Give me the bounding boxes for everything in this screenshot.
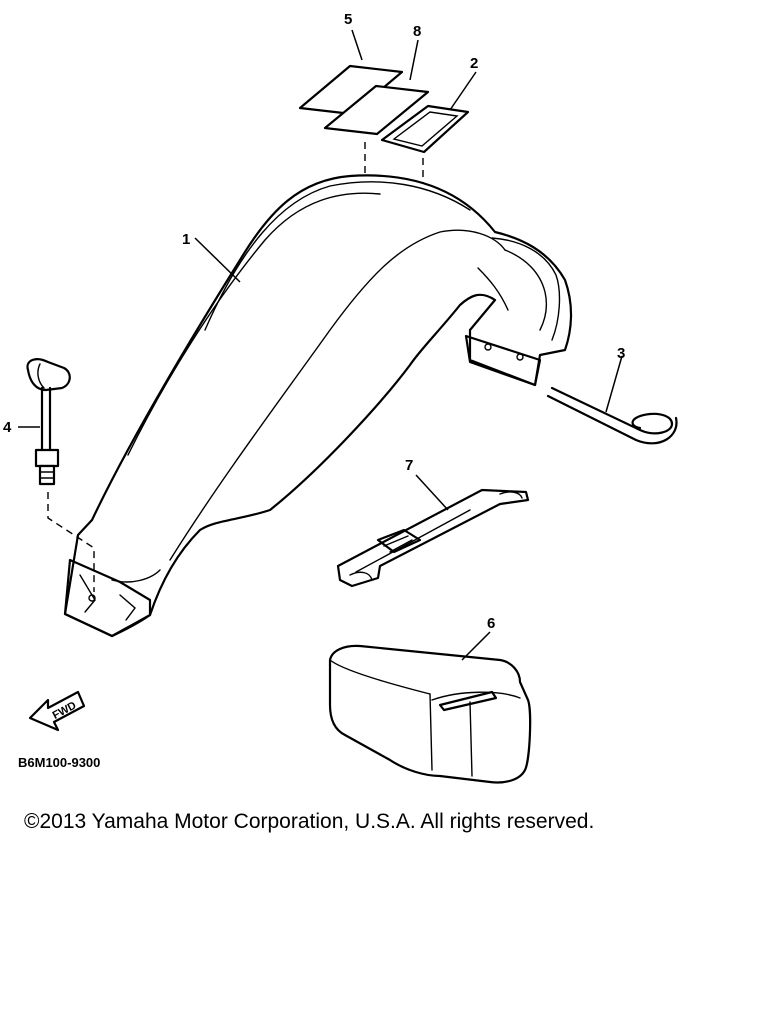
part-8-emblem — [323, 84, 430, 136]
callout-6: 6 — [487, 615, 495, 632]
callout-1: 1 — [182, 231, 190, 248]
leader-7 — [415, 474, 449, 511]
callout-4: 4 — [3, 419, 12, 436]
callout-8: 8 — [413, 23, 421, 40]
svg-text:FWD: FWD — [51, 700, 79, 722]
part-3-hook — [546, 386, 678, 445]
leader-1 — [194, 237, 241, 283]
part-1-fender — [63, 174, 573, 638]
part-5-emblem — [298, 64, 404, 116]
part-7-strap — [336, 488, 530, 588]
leader-2 — [449, 71, 477, 111]
leader-6 — [461, 631, 491, 661]
align-line-4 — [47, 492, 95, 592]
leader-8 — [409, 39, 419, 81]
diagram-code: B6M100-9300 — [18, 755, 100, 770]
leader-5 — [351, 29, 363, 61]
part-2-plate — [380, 104, 470, 154]
part-4-bolt — [26, 358, 71, 486]
leader-3 — [605, 355, 623, 413]
callout-2: 2 — [470, 55, 478, 72]
copyright-notice: ©2013 Yamaha Motor Corporation, U.S.A. A… — [24, 810, 595, 833]
part-6-box — [328, 644, 532, 784]
callout-5: 5 — [344, 11, 352, 28]
parts-diagram: FWD 5 8 2 1 3 4 7 6 B6M100-9300 — [3, 11, 678, 784]
callout-7: 7 — [405, 457, 413, 474]
fwd-arrow-icon: FWD — [28, 690, 86, 732]
callout-3: 3 — [617, 345, 625, 362]
